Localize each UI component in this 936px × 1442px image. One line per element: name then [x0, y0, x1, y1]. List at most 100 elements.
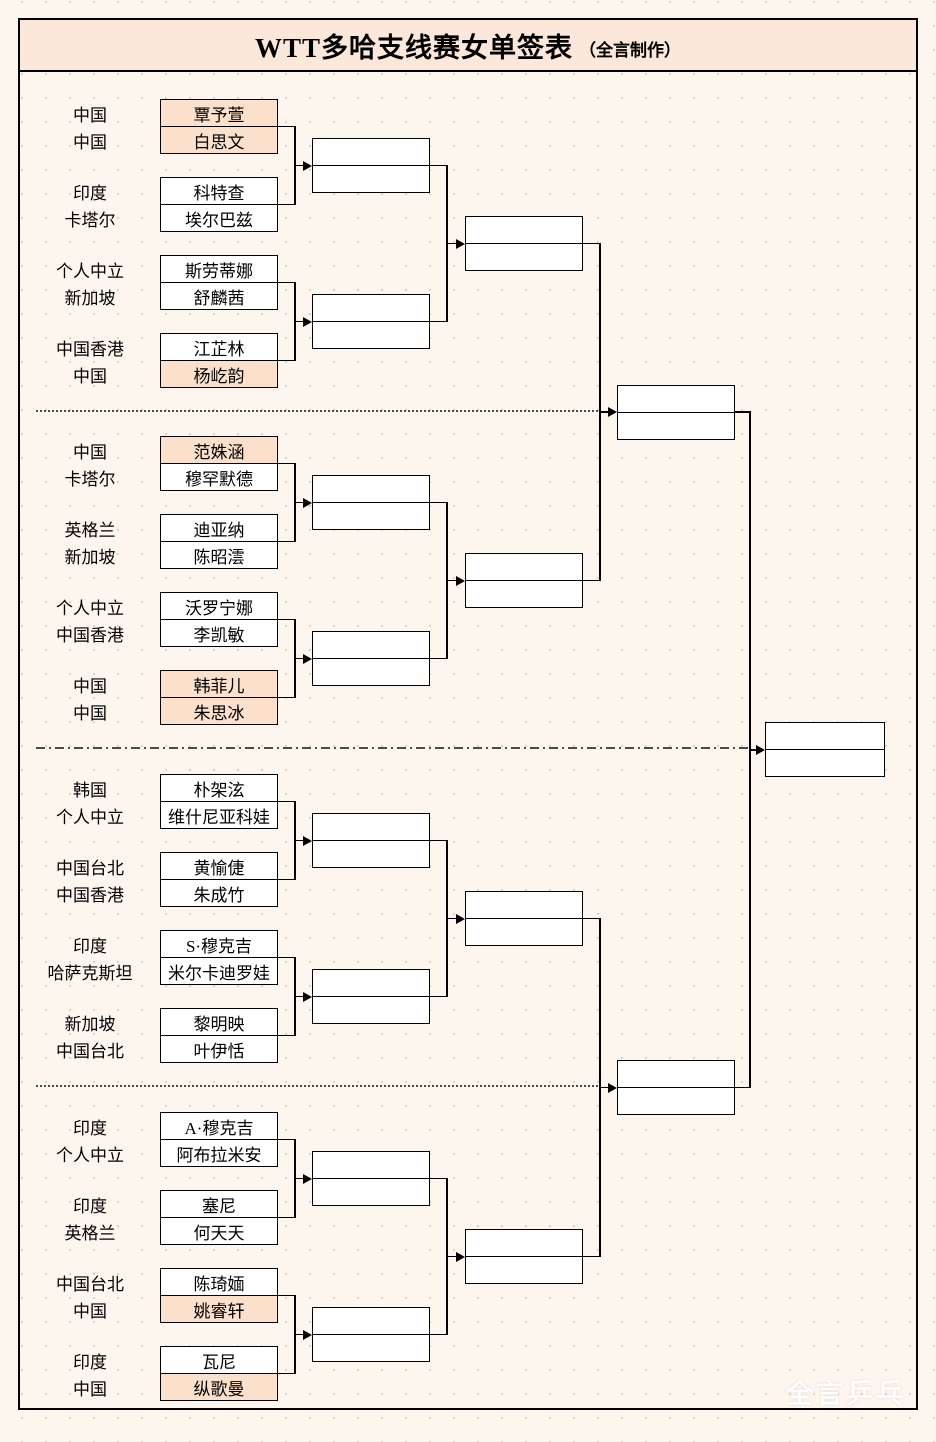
title-bar: WTT多哈支线赛女单签表 （全言制作）	[18, 18, 918, 72]
round1-pair: 覃予萱白思文	[160, 99, 278, 154]
round1-pair: 陈琦媔姚睿轩	[160, 1268, 278, 1323]
connector-line	[278, 1216, 296, 1219]
country-label: 中国香港	[56, 625, 124, 645]
connector-line	[447, 917, 457, 920]
connector-line	[278, 618, 296, 621]
empty-slot	[313, 996, 429, 1023]
connector-line	[430, 839, 448, 842]
connector-line	[430, 164, 448, 167]
player-name: 李凯敏	[161, 619, 277, 646]
connector-line	[600, 1086, 609, 1089]
connector-line	[278, 878, 296, 881]
empty-slot	[313, 632, 429, 658]
round2-box	[312, 1151, 430, 1206]
separator-line	[36, 747, 748, 749]
player-name: 白思文	[161, 126, 277, 153]
arrow-right-icon	[456, 575, 465, 586]
country-label: 个人中立	[56, 1145, 124, 1165]
country-label: 卡塔尔	[64, 210, 116, 230]
empty-slot	[766, 723, 884, 750]
empty-slot	[313, 1308, 429, 1334]
connector-line	[278, 462, 296, 465]
empty-slot	[313, 1334, 429, 1361]
country-label: 英格兰	[64, 520, 116, 540]
country-label: 新加坡	[64, 288, 116, 308]
country-label: 印度	[73, 1118, 107, 1138]
player-name: 阿布拉米安	[161, 1139, 277, 1166]
round2-box	[312, 631, 430, 686]
page-title: WTT多哈支线赛女单签表	[254, 32, 574, 63]
player-name: 陈琦媔	[161, 1269, 277, 1295]
connector-line	[278, 956, 296, 959]
country-label: 个人中立	[56, 598, 124, 618]
connector-line	[447, 1255, 457, 1258]
arrow-right-icon	[456, 1251, 465, 1262]
connector-line	[295, 657, 304, 660]
title-credit: （全言制作）	[579, 40, 682, 60]
connector-line	[600, 411, 609, 413]
player-name: 韩菲儿	[161, 671, 277, 697]
player-name: 科特查	[161, 178, 277, 204]
country-label: 印度	[73, 1352, 107, 1372]
empty-slot	[313, 1178, 429, 1205]
player-name: 黄愉倢	[161, 853, 277, 879]
round1-pair: 科特查埃尔巴兹	[160, 177, 278, 232]
connector-line	[583, 242, 601, 245]
player-name: 穆罕默德	[161, 463, 277, 490]
round1-pair: 韩菲儿朱思冰	[160, 670, 278, 725]
player-name: 范姝涵	[161, 437, 277, 463]
quarterfinal-box	[465, 1229, 583, 1284]
country-label: 中国	[73, 132, 107, 152]
arrow-right-icon	[303, 835, 312, 846]
separator-line	[36, 1085, 598, 1087]
arrow-right-icon	[303, 160, 312, 171]
player-name: 朴架泫	[161, 775, 277, 801]
round2-box	[312, 294, 430, 349]
connector-line	[583, 917, 601, 920]
country-label: 中国	[73, 703, 107, 723]
connector-line	[295, 501, 304, 504]
round1-pair: S·穆克吉米尔卡迪罗娃	[160, 930, 278, 985]
empty-slot	[313, 139, 429, 165]
empty-slot	[313, 814, 429, 840]
empty-slot	[313, 970, 429, 996]
country-label: 中国香港	[56, 885, 124, 905]
arrow-right-icon	[456, 913, 465, 924]
country-label: 卡塔尔	[64, 469, 116, 489]
country-label: 哈萨克斯坦	[47, 963, 133, 983]
country-label: 个人中立	[56, 807, 124, 827]
country-label: 中国	[73, 105, 107, 125]
empty-slot	[313, 658, 429, 685]
arrow-right-icon	[456, 238, 465, 249]
connector-line	[278, 540, 296, 543]
separator-line	[36, 410, 598, 412]
connector-line	[278, 696, 296, 699]
country-label: 中国	[73, 1301, 107, 1321]
empty-slot	[313, 1152, 429, 1178]
connector-line	[278, 1034, 296, 1037]
country-label: 印度	[73, 1196, 107, 1216]
empty-slot	[313, 165, 429, 192]
player-name: 陈昭澐	[161, 541, 277, 568]
arrow-right-icon	[756, 744, 765, 755]
round2-box	[312, 969, 430, 1024]
arrow-right-icon	[608, 407, 617, 417]
quarterfinal-box	[465, 891, 583, 946]
connector-line	[430, 320, 448, 323]
country-label: 新加坡	[64, 547, 116, 567]
player-name: 覃予萱	[161, 100, 277, 126]
empty-slot	[766, 749, 884, 777]
connector-line	[295, 995, 304, 998]
connector-line	[430, 1177, 448, 1180]
player-name: 江芷林	[161, 334, 277, 360]
quarterfinal-box	[465, 553, 583, 608]
connector-line	[278, 1372, 296, 1375]
arrow-right-icon	[608, 1082, 617, 1093]
watermark: 全言乒乓	[786, 1379, 906, 1409]
round1-pair: 沃罗宁娜李凯敏	[160, 592, 278, 647]
country-label: 印度	[73, 936, 107, 956]
empty-slot	[313, 321, 429, 348]
connector-line	[430, 657, 448, 660]
empty-slot	[618, 411, 734, 439]
round2-box	[312, 813, 430, 868]
